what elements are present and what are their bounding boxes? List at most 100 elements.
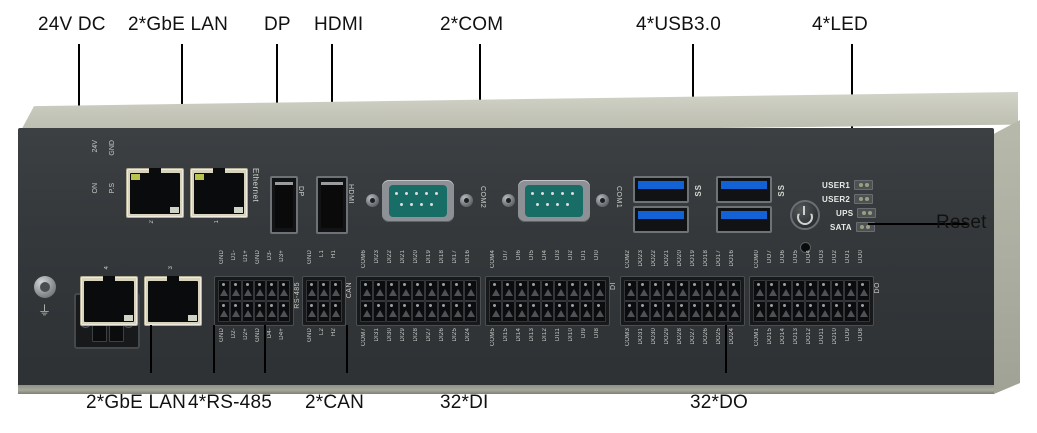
terminal-cell[interactable] — [464, 280, 477, 301]
terminal-cell[interactable] — [779, 301, 792, 322]
terminal-cell[interactable] — [451, 301, 464, 322]
terminal-cell[interactable] — [663, 280, 676, 301]
terminal-cell[interactable] — [637, 301, 650, 322]
serial-port-com1[interactable] — [518, 180, 590, 222]
lan-port-3[interactable] — [144, 276, 202, 326]
terminal-cell[interactable] — [650, 280, 663, 301]
terminal-cell[interactable] — [515, 301, 528, 322]
usb3-port-bottom-right[interactable] — [716, 206, 772, 233]
terminal-cell[interactable] — [818, 280, 831, 301]
terminal-cell[interactable] — [689, 301, 702, 322]
terminal-cell[interactable] — [330, 301, 342, 322]
lan-port-4[interactable] — [80, 276, 138, 326]
terminal-cell[interactable] — [218, 280, 230, 301]
can-terminal-block[interactable] — [302, 276, 346, 326]
terminal-cell[interactable] — [438, 301, 451, 322]
terminal-cell[interactable] — [792, 301, 805, 322]
usb3-port-top-left[interactable] — [633, 176, 689, 203]
terminal-cell[interactable] — [451, 280, 464, 301]
terminal-cell[interactable] — [805, 301, 818, 322]
terminal-cell[interactable] — [805, 280, 818, 301]
terminal-cell[interactable] — [360, 280, 373, 301]
power-button[interactable] — [790, 200, 820, 230]
usb3-port-top-right[interactable] — [716, 176, 772, 203]
rs485-terminal-block[interactable] — [214, 276, 294, 326]
terminal-cell[interactable] — [242, 301, 254, 322]
db9-screw-right-com2[interactable] — [460, 194, 473, 207]
terminal-cell[interactable] — [715, 301, 728, 322]
terminal-cell[interactable] — [766, 280, 779, 301]
terminal-cell[interactable] — [230, 301, 242, 322]
terminal-cell[interactable] — [567, 280, 580, 301]
terminal-cell[interactable] — [715, 280, 728, 301]
terminal-cell[interactable] — [242, 280, 254, 301]
terminal-cell[interactable] — [702, 280, 715, 301]
terminal-cell[interactable] — [857, 280, 870, 301]
terminal-cell[interactable] — [515, 280, 528, 301]
reset-pinhole[interactable] — [800, 242, 811, 253]
terminal-cell[interactable] — [753, 301, 766, 322]
terminal-cell[interactable] — [766, 301, 779, 322]
do-group-23-16[interactable] — [620, 276, 745, 326]
terminal-cell[interactable] — [266, 301, 278, 322]
serial-port-com2[interactable] — [382, 180, 454, 222]
terminal-cell[interactable] — [464, 301, 477, 322]
terminal-cell[interactable] — [373, 301, 386, 322]
terminal-cell[interactable] — [230, 280, 242, 301]
terminal-cell[interactable] — [689, 280, 702, 301]
terminal-cell[interactable] — [330, 280, 342, 301]
terminal-cell[interactable] — [593, 280, 606, 301]
terminal-cell[interactable] — [412, 301, 425, 322]
usb3-port-bottom-left[interactable] — [633, 206, 689, 233]
terminal-cell[interactable] — [218, 301, 230, 322]
terminal-cell[interactable] — [254, 301, 266, 322]
terminal-cell[interactable] — [278, 301, 290, 322]
displayport-connector[interactable] — [270, 176, 298, 234]
terminal-cell[interactable] — [318, 301, 330, 322]
hdmi-connector[interactable] — [316, 176, 348, 234]
do-group-7-0[interactable] — [749, 276, 874, 326]
terminal-cell[interactable] — [554, 280, 567, 301]
terminal-cell[interactable] — [528, 280, 541, 301]
terminal-cell[interactable] — [844, 280, 857, 301]
terminal-cell[interactable] — [567, 301, 580, 322]
terminal-cell[interactable] — [399, 301, 412, 322]
terminal-cell[interactable] — [650, 301, 663, 322]
terminal-cell[interactable] — [844, 301, 857, 322]
terminal-cell[interactable] — [818, 301, 831, 322]
terminal-cell[interactable] — [425, 301, 438, 322]
terminal-cell[interactable] — [779, 280, 792, 301]
terminal-cell[interactable] — [728, 301, 741, 322]
terminal-cell[interactable] — [386, 280, 399, 301]
terminal-cell[interactable] — [373, 280, 386, 301]
terminal-cell[interactable] — [624, 280, 637, 301]
terminal-cell[interactable] — [502, 301, 515, 322]
terminal-cell[interactable] — [266, 280, 278, 301]
terminal-cell[interactable] — [857, 301, 870, 322]
terminal-cell[interactable] — [502, 280, 515, 301]
lan-port-1[interactable] — [190, 168, 248, 218]
terminal-cell[interactable] — [306, 280, 318, 301]
terminal-cell[interactable] — [254, 280, 266, 301]
terminal-cell[interactable] — [637, 280, 650, 301]
terminal-cell[interactable] — [318, 280, 330, 301]
terminal-cell[interactable] — [580, 280, 593, 301]
terminal-cell[interactable] — [399, 280, 412, 301]
lan-port-2[interactable] — [126, 168, 184, 218]
terminal-cell[interactable] — [541, 280, 554, 301]
terminal-cell[interactable] — [386, 301, 399, 322]
terminal-cell[interactable] — [753, 280, 766, 301]
db9-screw-right-com1[interactable] — [596, 194, 609, 207]
terminal-cell[interactable] — [676, 280, 689, 301]
terminal-cell[interactable] — [360, 301, 373, 322]
terminal-cell[interactable] — [728, 280, 741, 301]
terminal-cell[interactable] — [831, 280, 844, 301]
terminal-cell[interactable] — [702, 301, 715, 322]
terminal-cell[interactable] — [676, 301, 689, 322]
terminal-cell[interactable] — [528, 301, 541, 322]
terminal-cell[interactable] — [663, 301, 676, 322]
terminal-cell[interactable] — [624, 301, 637, 322]
terminal-cell[interactable] — [554, 301, 567, 322]
db9-screw-left-com1[interactable] — [502, 194, 515, 207]
terminal-cell[interactable] — [278, 280, 290, 301]
